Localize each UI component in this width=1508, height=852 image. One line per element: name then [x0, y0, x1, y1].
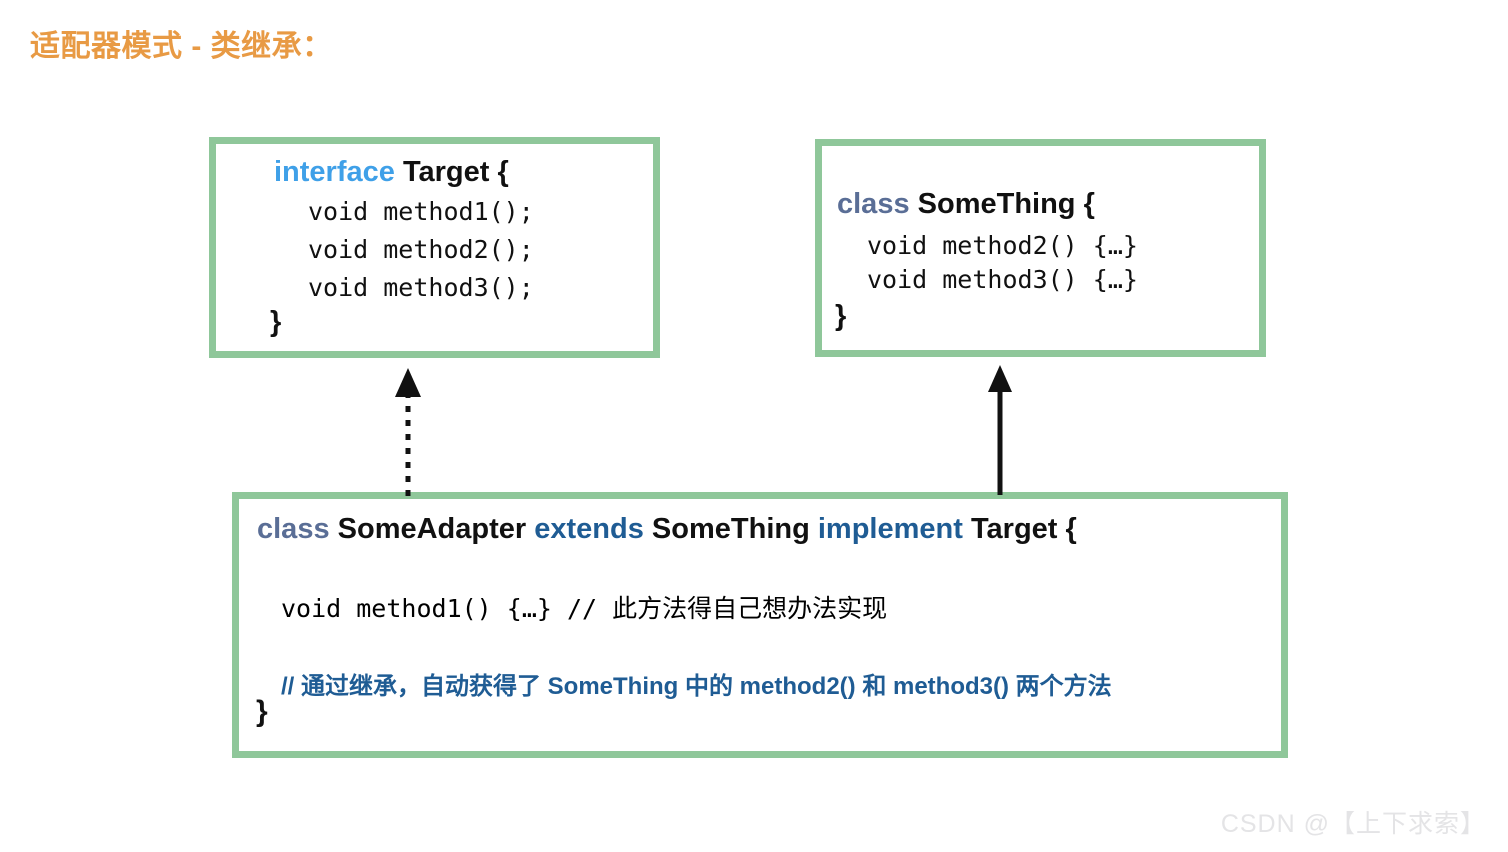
target-declaration: interface Target { — [274, 156, 509, 189]
keyword-class: class — [837, 188, 910, 220]
adapter-declaration: class SomeAdapter extends SomeThing impl… — [257, 513, 1077, 546]
uml-box-target: interface Target { void method1(); void … — [209, 137, 660, 358]
adapter-comment-line: // 通过继承，自动获得了 SomeThing 中的 method2() 和 m… — [281, 673, 1112, 700]
csdn-watermark: CSDN @【上下求索】 — [1220, 810, 1486, 838]
keyword-class: class — [257, 513, 330, 545]
adapter-interface-name: Target { — [970, 513, 1077, 545]
uml-box-adapter: class SomeAdapter extends SomeThing impl… — [232, 492, 1288, 758]
something-declaration: class SomeThing { — [837, 188, 1095, 221]
target-member-1: void method1(); — [308, 197, 534, 226]
keyword-implement: implement — [817, 513, 963, 545]
adapter-close-brace: } — [256, 695, 268, 728]
keyword-interface: interface — [274, 156, 395, 188]
adapter-body-line: void method1() {…} // 此方法得自己想办法实现 — [281, 594, 888, 623]
page-title: 适配器模式 - 类继承： — [30, 30, 333, 63]
target-type-name: Target { — [402, 156, 509, 188]
something-member-2: void method3() {…} — [867, 265, 1138, 294]
keyword-extends: extends — [534, 513, 644, 545]
target-close-brace: } — [270, 306, 282, 338]
target-member-2: void method2(); — [308, 235, 534, 264]
something-type-name: SomeThing { — [917, 188, 1095, 220]
something-member-1: void method2() {…} — [867, 231, 1138, 260]
adapter-super-name: SomeThing — [651, 513, 810, 545]
solid-arrow-up-icon — [988, 365, 1012, 495]
something-close-brace: } — [835, 300, 847, 332]
adapter-class-name: SomeAdapter — [337, 513, 527, 545]
dotted-arrow-up-icon — [395, 368, 421, 496]
target-member-3: void method3(); — [308, 273, 534, 302]
uml-box-something: class SomeThing { void method2() {…} voi… — [815, 139, 1266, 357]
